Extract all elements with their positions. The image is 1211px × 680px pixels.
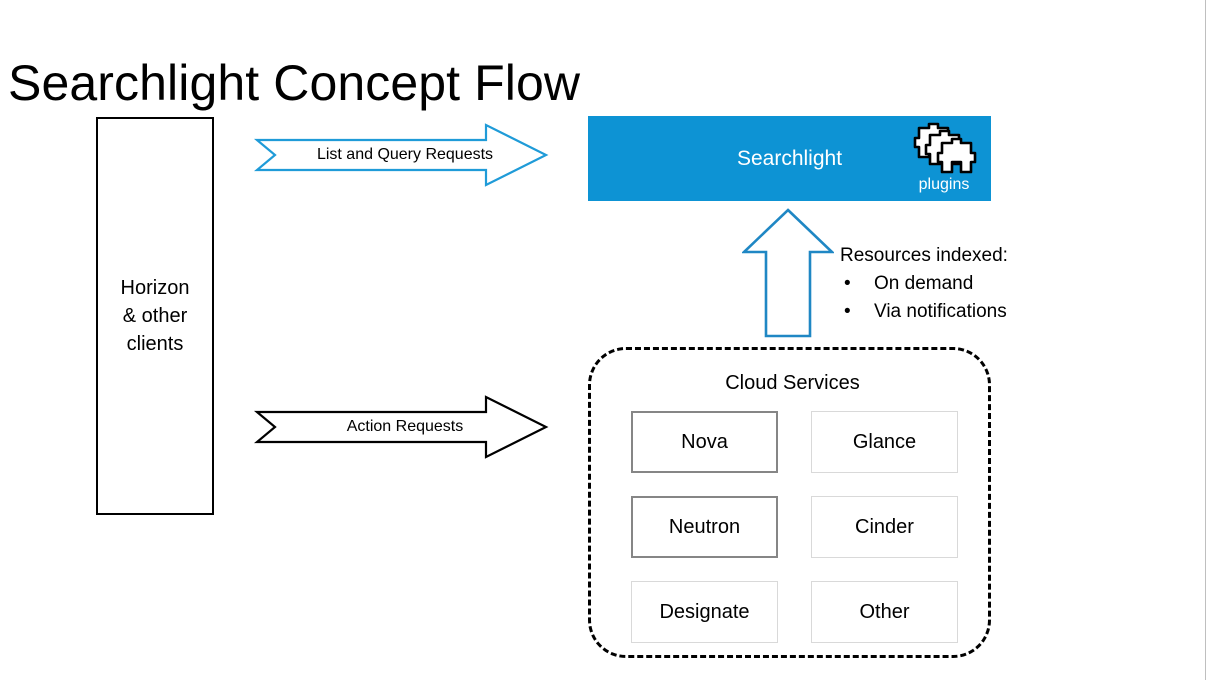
up-arrow-icon bbox=[742, 208, 834, 338]
arrow-indexing-up bbox=[742, 208, 834, 338]
slide-edge-divider bbox=[1205, 0, 1206, 680]
cloud-services-title: Cloud Services bbox=[725, 372, 860, 394]
cloud-services-group: Cloud Services Nova Glance Neutron Cinde… bbox=[588, 347, 991, 658]
cloud-services-grid: Nova Glance Neutron Cinder Designate Oth… bbox=[631, 411, 958, 643]
list-item-label: On demand bbox=[874, 273, 974, 294]
arrow-list-and-query-requests: List and Query Requests bbox=[253, 123, 549, 187]
bullet-icon: • bbox=[844, 301, 851, 322]
resources-indexed-heading: Resources indexed: bbox=[840, 245, 1008, 266]
service-box-cinder[interactable]: Cinder bbox=[811, 496, 958, 558]
plugins-label: plugins bbox=[918, 176, 970, 193]
right-arrow-icon bbox=[253, 123, 549, 187]
service-box-neutron[interactable]: Neutron bbox=[631, 496, 778, 558]
service-box-label: Nova bbox=[681, 430, 728, 453]
service-box-designate[interactable]: Designate bbox=[631, 581, 778, 643]
clients-box: Horizon & other clients bbox=[96, 117, 214, 515]
service-box-label: Neutron bbox=[668, 515, 741, 538]
service-box-label: Other bbox=[859, 600, 910, 623]
service-box-label: Glance bbox=[852, 430, 917, 453]
plugins-badge: plugins bbox=[899, 122, 989, 202]
service-box-label: Cinder bbox=[855, 515, 914, 538]
puzzle-pieces-icon bbox=[913, 122, 977, 174]
arrow-action-requests: Action Requests bbox=[253, 395, 549, 459]
resources-indexed-list: • On demand • Via notifications bbox=[840, 270, 1100, 326]
searchlight-title: Searchlight bbox=[736, 146, 843, 170]
arrow-action-requests-label: Action Requests bbox=[346, 418, 464, 435]
list-item-label: Via notifications bbox=[874, 301, 1007, 322]
service-box-label: Designate bbox=[659, 600, 750, 623]
page-title: Searchlight Concept Flow bbox=[8, 55, 581, 111]
service-box-nova[interactable]: Nova bbox=[631, 411, 778, 473]
bullet-icon: • bbox=[844, 273, 851, 294]
list-item: • On demand bbox=[840, 270, 1100, 298]
resources-indexed-note: Resources indexed: • On demand • Via not… bbox=[840, 242, 1100, 326]
arrow-list-and-query-requests-label: List and Query Requests bbox=[316, 146, 494, 163]
clients-box-label: Horizon & other clients bbox=[120, 277, 190, 355]
searchlight-banner: Searchlight plugins bbox=[588, 116, 991, 201]
right-arrow-icon bbox=[253, 395, 549, 459]
service-box-other[interactable]: Other bbox=[811, 581, 958, 643]
service-box-glance[interactable]: Glance bbox=[811, 411, 958, 473]
list-item: • Via notifications bbox=[840, 298, 1100, 326]
